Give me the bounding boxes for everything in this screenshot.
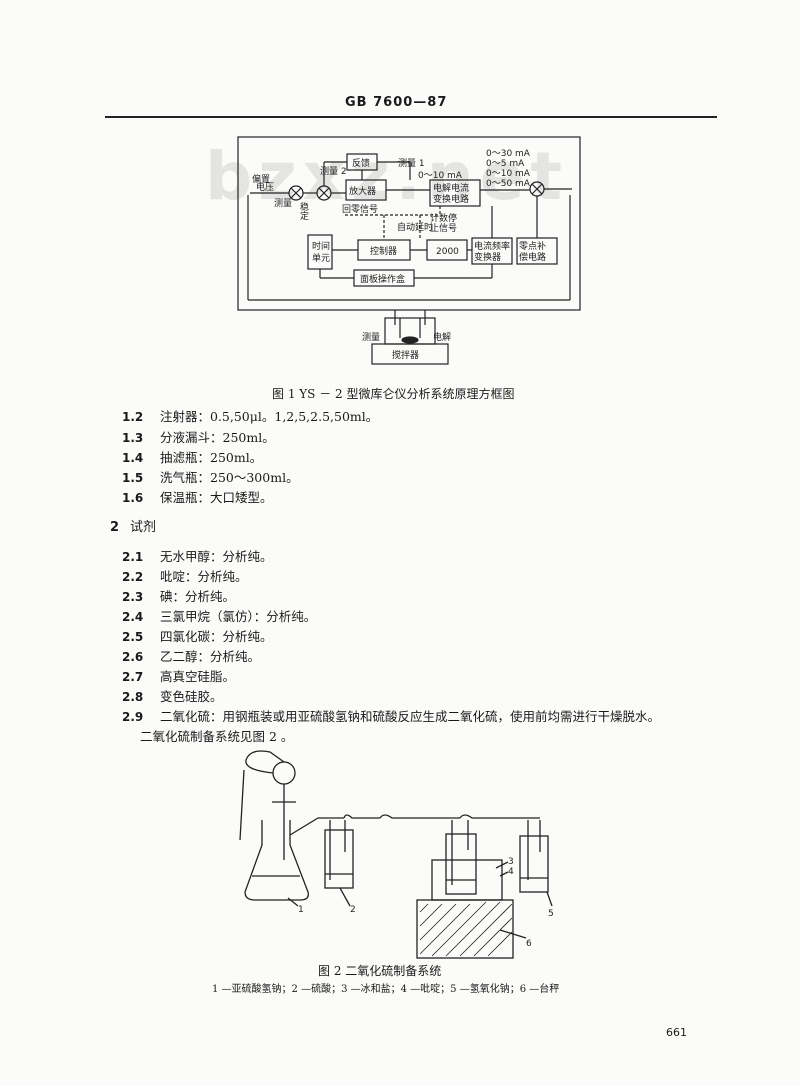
item-1-5: 1.5 洗气瓶：250～300ml。: [122, 467, 299, 486]
item-text: 四氯化碳：分析纯。: [160, 629, 273, 644]
item-2-8: 2.8 变色硅胶。: [122, 686, 223, 705]
amplifier-box: 放大器: [349, 185, 376, 197]
fig2-num-2: 2: [350, 905, 356, 915]
item-2-7: 2.7 高真空硅脂。: [122, 666, 235, 685]
item-number: 2.2: [122, 570, 144, 584]
stirrer-box: 搅拌器: [392, 349, 419, 361]
item-number: 2.1: [122, 550, 144, 564]
item-number: 1.6: [122, 491, 144, 505]
fig2-num-5: 5: [548, 909, 554, 919]
item-number: 2.3: [122, 590, 144, 604]
time-unit-box-1: 时间: [312, 240, 330, 252]
item-text: 分液漏斗：250ml。: [160, 430, 275, 445]
item-2-3: 2.3 碘：分析纯。: [122, 586, 235, 605]
item-text: 三氯甲烷（氯仿）：分析纯。: [160, 609, 317, 624]
item-text: 吡啶：分析纯。: [160, 569, 248, 584]
figure2-diagram: 1 2 3 4 5 6: [239, 750, 554, 959]
fig2-num-1: 1: [298, 905, 304, 915]
section-number: 2: [110, 520, 120, 535]
item-text: 洗气瓶：250～300ml。: [160, 470, 299, 485]
item-1-2: 1.2 注射器：0.5,50μl。1,2,5,2.5,50ml。: [122, 406, 378, 425]
section-title: 试剂: [130, 520, 157, 535]
item-number: 2.4: [122, 610, 144, 624]
range-opt-2: 0～5 mA: [486, 159, 525, 169]
item-number: 1.2: [122, 410, 144, 424]
item-2-9-continuation: 二氧化硫制备系统见图 2 。: [140, 729, 294, 744]
page-number: 661: [666, 1026, 687, 1039]
conv-box-1: 电流频率: [474, 240, 510, 252]
item-text: 保温瓶：大口矮型。: [160, 490, 273, 505]
measure2-label: 测量 2: [320, 166, 347, 177]
time-unit-box-2: 单元: [312, 252, 330, 264]
measure-left-label: 偏置: [252, 173, 270, 185]
sub-range-label: 0～10 mA: [418, 171, 463, 181]
item-2-4: 2.4 三氯甲烷（氯仿）：分析纯。: [122, 606, 316, 625]
item-1-4: 1.4 抽滤瓶：250ml。: [122, 447, 262, 466]
item-1-6: 1.6 保温瓶：大口矮型。: [122, 487, 273, 506]
fig2-num-6: 6: [526, 939, 532, 949]
range-opt-1: 0～30 mA: [486, 149, 531, 159]
voltage-label: 电压: [256, 181, 274, 193]
cell-electro-label: 电解: [433, 331, 451, 343]
auto-delay-label: 自动延时: [397, 221, 433, 233]
item-2-9: 2.9 二氧化硫：用钢瓶装或用亚硫酸氢钠和硫酸反应生成二氧化硫，使用前均需进行干燥…: [122, 706, 660, 725]
section-2-heading: 2 试剂: [110, 516, 156, 535]
feedback-box: 反馈: [352, 157, 370, 169]
zero-comp-box-1: 零点补: [519, 240, 546, 252]
item-text: 乙二醇：分析纯。: [160, 649, 261, 664]
item-text: 无水甲醇：分析纯。: [160, 549, 273, 564]
range-switch-box-2: 变换电路: [433, 193, 469, 205]
item-number: 2.9: [122, 710, 144, 724]
figure2-caption: 图 2 二氧化硫制备系统: [318, 964, 442, 978]
item-text: 注射器：0.5,50μl。1,2,5,2.5,50ml。: [160, 409, 379, 424]
header-rule: [105, 116, 717, 118]
counter-box: 2000: [436, 247, 459, 257]
panel-box: 面板操作盒: [360, 273, 405, 285]
item-text: 抽滤瓶：250ml。: [160, 450, 263, 465]
cell-measure-label: 测量: [362, 332, 380, 343]
item-2-2: 2.2 吡啶：分析纯。: [122, 566, 248, 585]
item-number: 2.5: [122, 630, 144, 644]
item-number: 1.3: [122, 431, 144, 445]
item-2-6: 2.6 乙二醇：分析纯。: [122, 646, 260, 665]
range-opt-4: 0～50 mA: [486, 179, 531, 189]
stable-label: 稳: [300, 201, 309, 213]
range-switch-box-1: 电解电流: [433, 182, 469, 194]
item-number: 1.5: [122, 471, 144, 485]
count-stop-label-2: 止信号: [430, 222, 457, 234]
standard-code: GB 7600—87: [345, 95, 448, 110]
zero-comp-box-2: 偿电路: [519, 251, 546, 263]
fig2-num-4: 4: [508, 867, 514, 877]
item-text: 高真空硅脂。: [160, 669, 236, 684]
count-stop-label-1: 计数停: [430, 212, 457, 224]
watermark: bzxz.net: [205, 138, 569, 215]
item-2-1: 2.1 无水甲醇：分析纯。: [122, 546, 273, 565]
zero-signal-label: 回零信号: [342, 203, 378, 215]
item-1-3: 1.3 分液漏斗：250ml。: [122, 427, 275, 446]
item-number: 2.7: [122, 670, 144, 684]
range-opt-3: 0～10 mA: [486, 169, 531, 179]
controller-box: 控制器: [370, 245, 397, 257]
fig2-num-3: 3: [508, 857, 514, 867]
measure1-label: 测量 1: [398, 158, 425, 169]
figure1-diagram: 偏置 电压 测量 稳 定 测量 2 反馈 放大器 测量 1 0～10 mA 电解…: [237, 136, 581, 365]
item-text: 变色硅胶。: [160, 689, 223, 704]
figure1-caption: 图 1 YS － 2 型微库仑仪分析系统原理方框图: [272, 387, 515, 401]
stable-label-2: 定: [300, 210, 309, 222]
conv-box-2: 变换器: [474, 251, 501, 263]
item-text: 二氧化硫：用钢瓶装或用亚硫酸氢钠和硫酸反应生成二氧化硫，使用前均需进行干燥脱水。: [160, 709, 661, 724]
item-2-5: 2.5 四氯化碳：分析纯。: [122, 626, 273, 645]
measure-label: 测量: [274, 198, 292, 209]
item-number: 2.8: [122, 690, 144, 704]
item-text: 碘：分析纯。: [160, 589, 236, 604]
item-number: 2.6: [122, 650, 144, 664]
item-number: 1.4: [122, 451, 144, 465]
figure2-legend: 1 —亚硫酸氢钠；2 —硫酸；3 —冰和盐；4 —吡啶；5 —氢氧化钠；6 —台…: [212, 984, 560, 995]
